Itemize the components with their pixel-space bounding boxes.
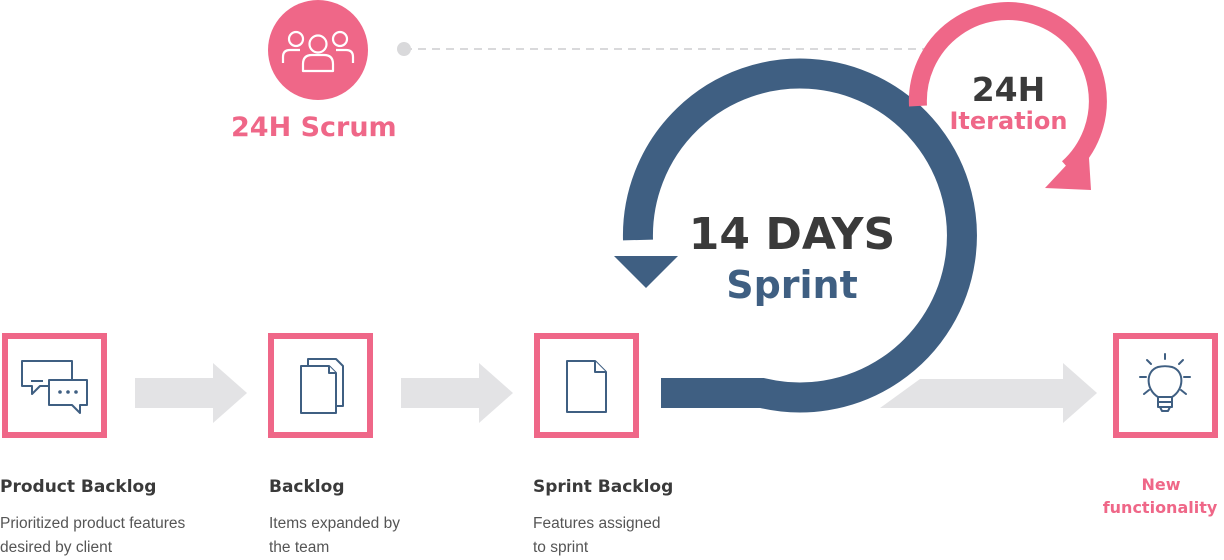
step-desc-backlog-line2: the team	[269, 539, 330, 556]
step-title-new-functionality-line2: functionality	[1102, 498, 1218, 517]
lightbulb-icon	[1139, 353, 1191, 412]
step-box-product-backlog	[2, 333, 107, 438]
scrum-label: 24H Scrum	[231, 112, 397, 143]
step-box-sprint-backlog	[534, 333, 639, 438]
step-title-product-backlog: Product Backlog	[0, 477, 157, 497]
flow-arrow-2	[401, 363, 513, 423]
step-desc-sprint-backlog-line2: to sprint	[533, 539, 589, 556]
documents-icon	[300, 358, 344, 414]
chat-bubbles-icon	[21, 360, 88, 414]
iteration-label: Iteration	[949, 107, 1068, 135]
step-desc-product-backlog-line1: Prioritized product features	[0, 515, 186, 532]
iteration-duration: 24H	[971, 70, 1046, 109]
iteration-loop-arrow	[908, 2, 1107, 190]
step-desc-product-backlog-line2: desired by client	[0, 539, 113, 556]
step-desc-backlog-line1: Items expanded by	[269, 515, 400, 532]
team-icon	[268, 0, 368, 100]
step-title-new-functionality-line1: New	[1141, 475, 1181, 494]
step-box-backlog	[268, 333, 373, 438]
step-title-sprint-backlog: Sprint Backlog	[533, 477, 674, 497]
step-title-backlog: Backlog	[269, 477, 345, 497]
flow-arrow-3	[880, 363, 1097, 423]
sprint-label: Sprint	[726, 263, 858, 307]
step-desc-sprint-backlog-line1: Features assigned	[533, 515, 661, 532]
sprint-duration: 14 DAYS	[688, 209, 896, 260]
flow-arrow-1	[135, 363, 247, 423]
document-icon	[566, 360, 607, 413]
sprint-loop-arrow	[614, 58, 977, 413]
scrum-connector	[397, 42, 925, 56]
step-box-new-functionality	[1113, 333, 1218, 438]
